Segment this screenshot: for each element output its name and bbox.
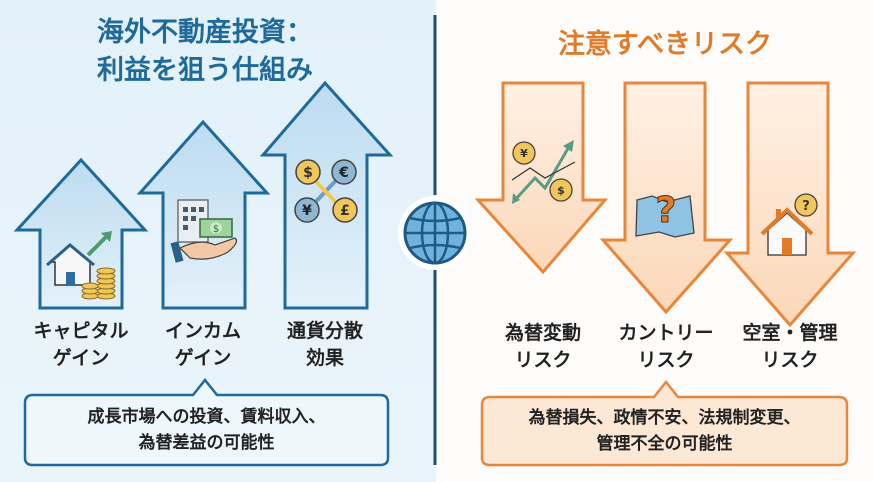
label-line: カントリー (618, 322, 714, 344)
up-arrow-capital-gain (13, 157, 149, 310)
label-exchange-risk: 為替変動リスク (478, 320, 608, 374)
house-question-icon: ? (760, 193, 818, 256)
label-income-gain: インカムゲイン (138, 318, 268, 372)
risks-callout-box (480, 379, 849, 467)
benefits-callout-box (23, 377, 390, 467)
label-line: 空室・管理 (742, 322, 838, 344)
label-country-risk: カントリーリスク (601, 320, 731, 374)
svg-text:£: £ (340, 203, 350, 219)
label-line: ゲイン (52, 347, 110, 369)
label-vacancy-risk: 空室・管理リスク (725, 320, 855, 374)
callout-line: 管理不全の可能性 (596, 434, 733, 454)
house-growth-icon (46, 231, 116, 300)
callout-line: 成長市場への投資、賃料収入、 (87, 407, 326, 427)
rental-income-icon: $ (170, 199, 238, 263)
down-arrow-country-risk (599, 81, 734, 315)
label-line: リスク (761, 349, 819, 371)
svg-text:$: $ (213, 224, 219, 235)
label-line: 効果 (305, 347, 344, 369)
label-line: キャピタル (33, 320, 129, 342)
map-question-icon: ? (635, 190, 695, 238)
globe-icon (398, 196, 472, 270)
benefits-title-line2: 利益を狙う仕組み (97, 55, 313, 86)
svg-text:?: ? (656, 190, 677, 231)
exchange-rate-icon: ¥ $ (511, 140, 576, 204)
svg-text:?: ? (802, 199, 810, 214)
svg-text:$: $ (303, 165, 313, 181)
currency-exchange-icon: $ € ¥ £ (294, 159, 358, 223)
benefits-title-line1: 海外不動産投資： (97, 17, 313, 48)
label-line: インカム (164, 320, 241, 342)
benefits-callout-text: 成長市場への投資、賃料収入、為替差益の可能性 (25, 404, 388, 456)
label-line: ゲイン (174, 347, 232, 369)
risks-callout-text: 為替損失、政情不安、法規制変更、管理不全の可能性 (482, 405, 847, 457)
benefits-title: 海外不動産投資： 利益を狙う仕組み (40, 14, 370, 90)
callout-line: 為替差益の可能性 (138, 433, 275, 453)
label-line: 為替変動 (504, 322, 581, 344)
label-line: リスク (514, 349, 572, 371)
svg-text:€: € (338, 165, 349, 181)
callout-line: 為替損失、政情不安、法規制変更、 (528, 408, 801, 428)
svg-text:$: $ (557, 184, 565, 197)
label-currency-diversification: 通貨分散効果 (260, 318, 390, 372)
svg-text:¥: ¥ (520, 147, 528, 160)
label-line: リスク (637, 349, 695, 371)
risks-title: 注意すべきリスク (557, 29, 773, 60)
svg-text:¥: ¥ (302, 203, 312, 219)
up-arrow-currency-diversification (259, 80, 394, 310)
label-capital-gain: キャピタルゲイン (16, 318, 146, 372)
label-line: 通貨分散 (286, 320, 363, 342)
down-arrow-exchange-risk (474, 81, 609, 275)
down-arrow-vacancy-risk (723, 81, 857, 328)
